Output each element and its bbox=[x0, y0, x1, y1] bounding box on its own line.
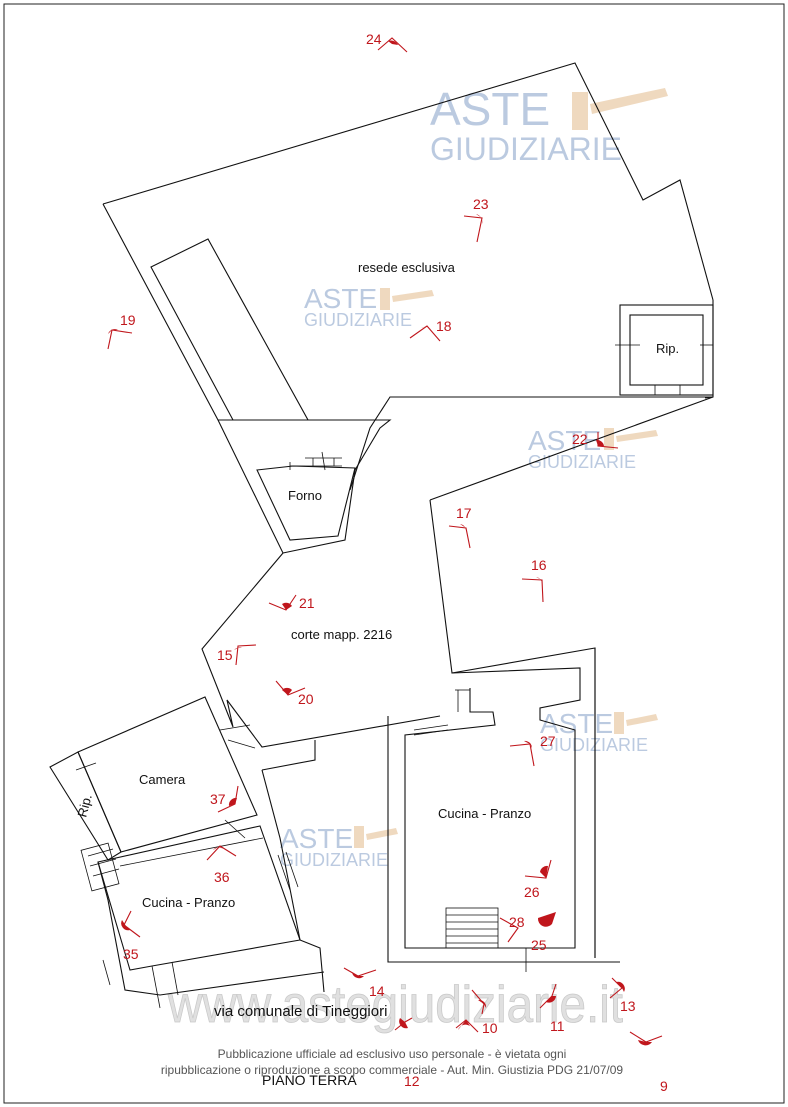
photo-marker: 12 bbox=[394, 1017, 420, 1089]
photo-marker: 10 bbox=[471, 989, 498, 1036]
marker-number: 16 bbox=[531, 557, 547, 573]
marker-number: 18 bbox=[436, 318, 452, 334]
gavel-icon bbox=[380, 288, 434, 310]
marker-number: 9 bbox=[660, 1078, 668, 1094]
marker-number: 23 bbox=[473, 196, 489, 212]
photo-marker: 37 bbox=[210, 785, 239, 813]
marker-number: 28 bbox=[509, 914, 525, 930]
watermark-giudiziarie-text: GIUDIZIARIE bbox=[280, 850, 388, 870]
room-label-cucina-right: Cucina - Pranzo bbox=[438, 806, 531, 821]
marker-number: 26 bbox=[524, 884, 540, 900]
room-label-camera: Camera bbox=[139, 772, 186, 787]
photo-marker: 9 bbox=[629, 1031, 668, 1094]
marker-number: 36 bbox=[214, 869, 230, 885]
photo-marker: 21 bbox=[268, 594, 315, 611]
marker-number: 17 bbox=[456, 505, 472, 521]
watermark-giudiziarie-text: GIUDIZIARIE bbox=[304, 310, 412, 330]
gavel-icon bbox=[604, 428, 658, 450]
marker-number: 15 bbox=[217, 647, 233, 663]
watermark-giudiziarie-text: GIUDIZIARIE bbox=[540, 735, 648, 755]
marker-number: 20 bbox=[298, 691, 314, 707]
marker-number: 25 bbox=[531, 937, 547, 953]
marker-number: 19 bbox=[120, 312, 136, 328]
marker-number: 12 bbox=[404, 1073, 420, 1089]
marker-number: 21 bbox=[299, 595, 315, 611]
photo-marker: 19 bbox=[107, 312, 136, 350]
room-label-cucina-left: Cucina - Pranzo bbox=[142, 895, 235, 910]
photo-marker: 13 bbox=[609, 977, 636, 1014]
photo-marker-orphan-wedge bbox=[458, 1020, 470, 1030]
photo-marker: 28 bbox=[499, 912, 556, 943]
watermark-right2: ASTE GIUDIZIARIE bbox=[540, 708, 658, 755]
photo-marker: 35 bbox=[121, 910, 141, 962]
watermark-aste-text: ASTE bbox=[430, 83, 550, 135]
watermark-giudiziarie-text: GIUDIZIARIE bbox=[528, 452, 636, 472]
gavel-icon bbox=[354, 826, 398, 848]
photo-marker: 11 bbox=[539, 983, 565, 1034]
marker-number: 13 bbox=[620, 998, 636, 1014]
watermark-aste-text: ASTE bbox=[304, 283, 377, 314]
marker-number: 35 bbox=[123, 946, 139, 962]
photo-marker: 20 bbox=[275, 680, 314, 707]
photo-marker: 23 bbox=[463, 196, 489, 243]
watermark-aste-text: ASTE bbox=[280, 823, 353, 854]
street-label: via comunale di Tineggiori bbox=[214, 1003, 387, 1020]
gavel-icon bbox=[614, 712, 658, 734]
marker-number: 27 bbox=[540, 733, 556, 749]
photo-marker: 14 bbox=[343, 967, 385, 999]
photo-marker: 22 bbox=[572, 431, 619, 449]
disclaimer-line-2: ripubblicazione o riproduzione a scopo c… bbox=[161, 1063, 624, 1077]
photo-marker: 16 bbox=[521, 557, 547, 603]
watermark-left: ASTE GIUDIZIARIE bbox=[280, 823, 398, 870]
photo-marker: 15 bbox=[217, 644, 257, 666]
walls bbox=[49, 62, 714, 1009]
watermark-giudiziarie-text: GIUDIZIARIE bbox=[430, 131, 622, 167]
watermark-mid: ASTE GIUDIZIARIE bbox=[304, 283, 434, 330]
photo-marker: 18 bbox=[409, 318, 452, 342]
marker-number: 37 bbox=[210, 791, 226, 807]
room-label-corte: corte mapp. 2216 bbox=[291, 627, 392, 642]
photo-marker: 17 bbox=[448, 505, 472, 549]
page-border bbox=[3, 3, 785, 1104]
disclaimer-line-1: Pubblicazione ufficiale ad esclusivo uso… bbox=[218, 1047, 567, 1061]
room-label-rip-top: Rip. bbox=[656, 341, 679, 356]
watermark-right1: ASTE GIUDIZIARIE bbox=[528, 425, 658, 472]
marker-number: 11 bbox=[550, 1018, 565, 1034]
watermark-top: ASTE GIUDIZIARIE bbox=[430, 83, 668, 167]
floor-label: PIANO TERRA bbox=[262, 1072, 357, 1088]
photo-marker: 24 bbox=[366, 31, 408, 53]
photo-marker: 26 bbox=[524, 859, 552, 900]
photo-marker: 25 bbox=[531, 937, 547, 953]
marker-number: 10 bbox=[482, 1020, 498, 1036]
room-label-rip-left: Rip. bbox=[74, 793, 94, 819]
marker-number: 24 bbox=[366, 31, 382, 47]
gavel-icon bbox=[572, 88, 668, 130]
website-watermark: www.astegiudiziarie.it bbox=[167, 976, 623, 1034]
room-label-forno: Forno bbox=[288, 488, 322, 503]
marker-number: 22 bbox=[572, 431, 588, 447]
photo-marker: 27 bbox=[509, 733, 556, 767]
marker-number: 14 bbox=[369, 983, 385, 999]
room-label-resede: resede esclusiva bbox=[358, 260, 456, 275]
photo-marker: 36 bbox=[206, 845, 237, 885]
